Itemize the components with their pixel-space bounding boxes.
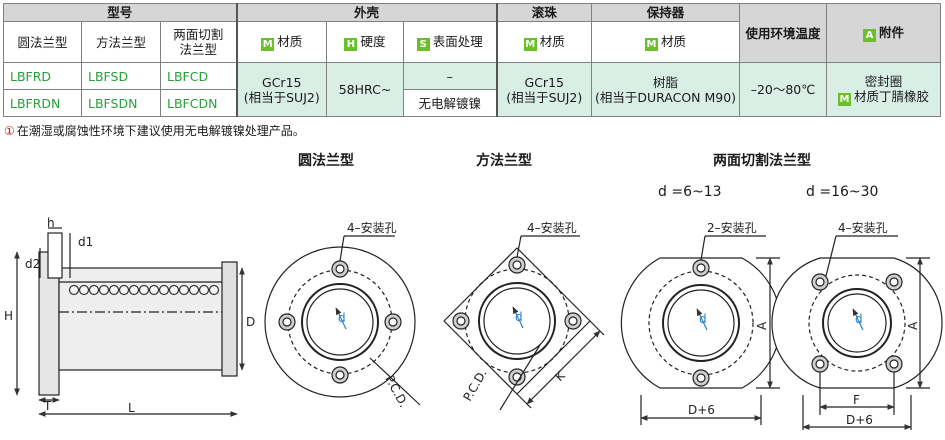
range-large: d =16~30: [806, 184, 879, 200]
retainer-material-value: 树脂 (相当于DURACON M90): [591, 62, 740, 117]
badge-m: M: [523, 37, 537, 51]
title-square-flange: 方法兰型: [476, 153, 532, 169]
ball-row: [68, 284, 220, 296]
label-D: D: [246, 315, 255, 329]
badge-m: M: [644, 37, 658, 51]
subheader-ball-material-label: 材质: [539, 33, 565, 49]
model-cut-2: LBFCDN: [160, 89, 237, 117]
accessory-material-label: 材质丁腈橡胶: [853, 88, 929, 104]
cut-large-A-label: A: [906, 321, 920, 330]
square-d-label: d: [515, 310, 523, 324]
subheader-square-flange: 方法兰型: [81, 21, 161, 63]
round-holes-label: 4–安装孔: [347, 220, 397, 235]
table-row: LBFRD LBFSD LBFCD GCr15 (相当于SUJ2) 58HRC~…: [3, 62, 941, 117]
cut-small-d-label: d: [699, 312, 707, 326]
badge-h: H: [344, 37, 358, 51]
round-pcd-label: P.C.D.: [382, 373, 411, 410]
badge-m: M: [261, 37, 275, 51]
note-text: 在潮湿或腐蚀性环境下建议使用无电解镀镍处理产品。: [16, 124, 305, 138]
sleeve-end: [221, 261, 238, 377]
header-ball: 滚珠: [495, 3, 592, 22]
round-d-label: d: [338, 311, 346, 325]
subheader-two-side-cut: 两面切割法兰型: [160, 21, 237, 63]
badge-s: S: [416, 37, 430, 51]
cut-large-F-label: F: [853, 393, 860, 407]
square-flange-drawing: [443, 235, 605, 411]
side-view-labels: h d1 d2 H D T L: [4, 216, 255, 415]
subheader-hardness-label: 硬度: [360, 33, 386, 49]
subheader-two-side-cut-label: 两面切割法兰型: [173, 27, 224, 57]
hardness-value: 58HRC~: [326, 62, 404, 117]
cut-large-d-label: d: [855, 312, 863, 326]
title-two-side-cut: 两面切割法兰型: [713, 153, 811, 169]
header-housing: 外壳: [235, 3, 497, 22]
cut-large-D6-label: D+6: [846, 413, 873, 427]
subheader-housing-material-label: 材质: [277, 33, 303, 49]
label-L: L: [128, 401, 135, 415]
model-round-2: LBFRDN: [3, 89, 82, 117]
label-d2: d2: [25, 257, 40, 271]
subheader-retainer-material-label: 材质: [660, 33, 686, 49]
note-mark: ①: [4, 124, 15, 138]
subheader-surface-label: 表面处理: [432, 33, 483, 49]
header-accessory-label: 附件: [878, 24, 904, 40]
label-h: h: [47, 216, 55, 230]
cut-small-D6-label: D+6: [688, 403, 715, 417]
label-T: T: [43, 399, 52, 413]
cut-large-holes-label: 4–安装孔: [838, 220, 888, 235]
cut-small-drawing: [620, 235, 782, 425]
cut-small-A-label: A: [755, 321, 769, 330]
table-row: LBFRDN LBFSDN LBFCDN 无电解镀镍: [3, 89, 941, 117]
badge-a: A: [862, 28, 876, 42]
label-d1: d1: [78, 235, 93, 249]
surface-value-2: 无电解镀镍: [403, 89, 497, 117]
cut-large-drawing: [771, 235, 943, 430]
label-H: H: [4, 309, 13, 323]
temperature-value: –20～80℃: [739, 62, 827, 117]
title-round-flange: 圆法兰型: [298, 153, 354, 169]
counterbore: [47, 232, 63, 279]
side-view-drawing: [14, 227, 245, 417]
badge-m: M: [837, 92, 851, 106]
range-small: d =6~13: [658, 184, 722, 200]
model-square-2: LBFSDN: [81, 89, 161, 117]
square-holes-label: 4–安装孔: [527, 220, 577, 235]
housing-material-value: GCr15 (相当于SUJ2): [235, 62, 327, 117]
square-pcd-label: P.C.D.: [460, 367, 489, 404]
model-cut-1: LBFCD: [160, 62, 237, 90]
surface-value-1: –: [403, 62, 497, 90]
header-model: 型号: [3, 3, 237, 22]
sleeve-body: [58, 267, 238, 371]
cut-small-holes-label: 2–安装孔: [707, 220, 757, 235]
accessory-name: 密封圈: [864, 73, 903, 89]
model-round-1: LBFRD: [3, 62, 82, 90]
ball-material-value: GCr15 (相当于SUJ2): [495, 62, 592, 117]
round-flange-drawing: [264, 235, 421, 406]
